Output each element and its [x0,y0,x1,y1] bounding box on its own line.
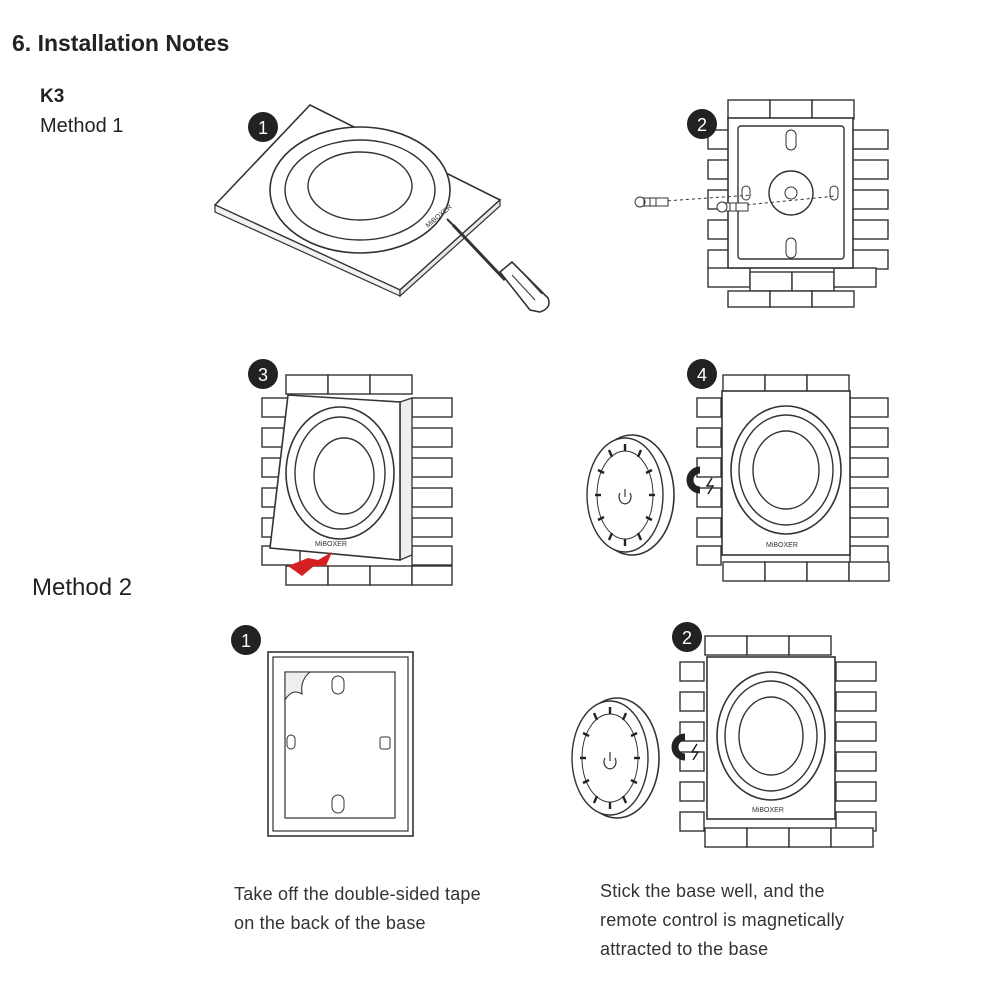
magnet-icon [671,733,700,761]
m1-step4-illustration: MiBOXER [586,374,890,582]
m1-step3-illustration: MiBOXER [261,374,453,586]
screwdriver-icon [446,218,550,313]
m2-step2-illustration: MiBOXER [571,635,877,848]
step-number: 3 [258,365,268,385]
caption-line: attracted to the base [600,939,769,959]
step-badge-m1-1 [248,112,278,142]
caption-line: remote control is magnetically [600,910,845,930]
method-2-label: Method 2 [32,574,133,601]
brick-wall [679,635,877,848]
step-number: 1 [258,118,268,138]
step-number: 1 [241,631,251,651]
step-number: 2 [682,628,692,648]
step-number: 2 [697,115,707,135]
step-badge-m1-2 [687,109,717,139]
step-badge-m1-3 [248,359,278,389]
method-1-label: Method 1 [40,115,124,137]
step-badge-m1-4 [687,359,717,389]
push-arrow-icon [288,552,332,576]
screw-icon [634,194,753,208]
brand-mark: MiBOXER [752,807,784,814]
power-icon [603,752,617,770]
magnet-icon [686,466,715,495]
step-badge-m2-2 [672,622,702,652]
brick-wall [696,374,890,582]
tape-corner [284,671,312,703]
step-number: 4 [697,365,707,385]
caption-m2-step2: Stick the base well, and the remote cont… [600,877,844,964]
screw-icon [716,195,837,213]
power-icon [618,489,632,505]
caption-line: Take off the double-sided tape [234,884,481,904]
brand-mark: MiBOXER [766,542,798,549]
brand-mark: MiBOXER [315,541,347,548]
m1-step2-illustration [634,99,889,308]
model-label: K3 [40,86,65,107]
remote-control [586,434,675,556]
section-title: 6. Installation Notes [12,30,230,56]
m1-step1-illustration: MiBOXER [213,104,550,313]
step-badge-m2-1 [231,625,261,655]
remote-control [571,697,660,819]
m2-step1-illustration [267,651,414,837]
caption-m2-step1: Take off the double-sided tape on the ba… [234,880,481,938]
caption-line: Stick the base well, and the [600,881,825,901]
caption-line: on the back of the base [234,913,426,933]
